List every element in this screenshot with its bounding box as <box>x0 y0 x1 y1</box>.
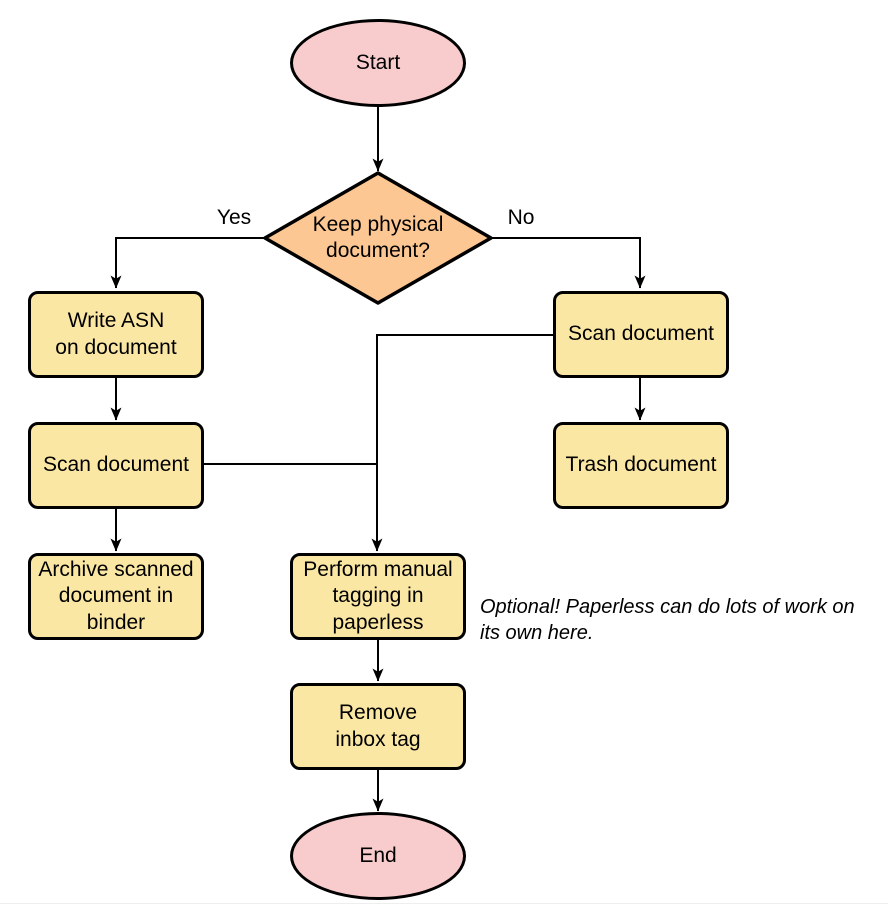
edge-scan-right-to-tagging <box>371 334 553 552</box>
node-trash-document-process: Trash document <box>553 422 729 509</box>
node-label-line: Perform manual <box>303 558 453 582</box>
node-write-asn-process: Write ASN on document <box>28 291 204 378</box>
node-label-line: Scan document <box>43 453 189 477</box>
edge-decision-no-to-scan-right <box>490 237 646 289</box>
edge-label-yes: Yes <box>213 206 255 230</box>
edge-decision-yes-to-write-asn <box>110 237 266 289</box>
node-label-line: binder <box>86 610 146 634</box>
node-keep-physical-decision: Keep physical document? <box>276 201 480 275</box>
node-scan-document-right-process: Scan document <box>553 291 729 378</box>
node-scan-document-left-process: Scan document <box>28 422 204 509</box>
decision-diamond-shape <box>263 171 493 305</box>
bottom-divider-line <box>0 903 888 904</box>
node-label-line: on document <box>55 335 177 359</box>
node-label-line: document in <box>58 584 174 608</box>
node-label-line: Archive scanned <box>38 558 194 582</box>
node-label-line: Keep physical <box>312 212 444 236</box>
node-label-line: Start <box>355 50 401 74</box>
node-end-terminator: End <box>290 812 466 900</box>
node-label-line: Scan document <box>568 322 714 346</box>
node-manual-tagging-process: Perform manual tagging in paperless <box>290 553 466 640</box>
node-label-line: document? <box>326 239 430 262</box>
node-label-line: paperless <box>332 610 424 634</box>
node-label-line: End <box>359 843 397 867</box>
edge-label-no: No <box>504 206 538 230</box>
node-archive-binder-process: Archive scanned document in binder <box>28 553 204 640</box>
node-label-line: Remove <box>338 701 418 725</box>
node-remove-inbox-tag-process: Remove inbox tag <box>290 683 466 770</box>
optional-annotation-text: Optional! Paperless can do lots of work … <box>480 596 855 645</box>
node-start-terminator: Start <box>290 19 466 107</box>
node-label-line: Trash document <box>565 453 717 477</box>
node-label-line: Write ASN <box>67 309 165 333</box>
node-label-line: tagging in <box>332 584 424 608</box>
node-label-line: inbox tag <box>335 727 421 751</box>
